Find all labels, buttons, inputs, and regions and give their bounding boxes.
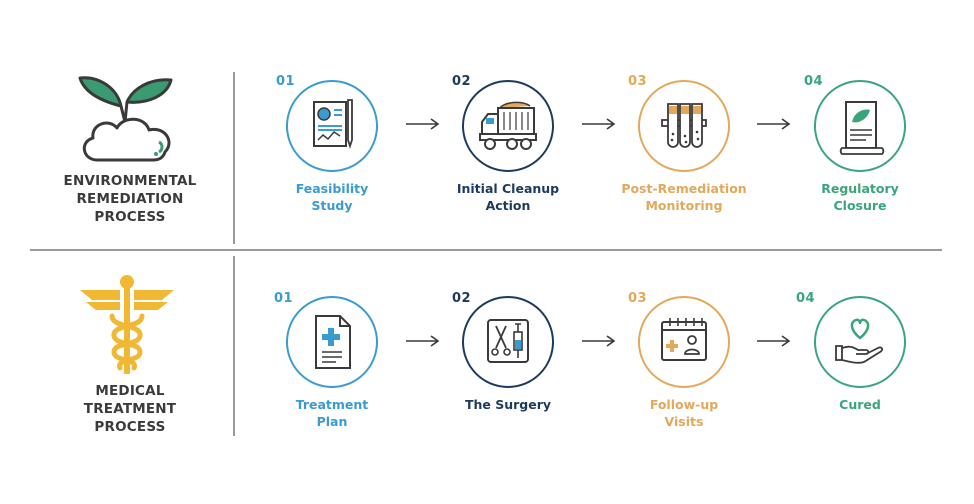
horizontal-divider xyxy=(30,249,942,251)
arrow-right-icon xyxy=(582,335,616,347)
step-icon-circle xyxy=(814,296,906,388)
arrow-right-icon xyxy=(582,118,616,130)
arrow-right-icon xyxy=(757,335,791,347)
step-label: Regulatory Closure xyxy=(821,181,899,213)
step-label: Follow-up Visits xyxy=(649,397,719,429)
row-title-environmental: ENVIRONMENTAL REMEDIATION PROCESS xyxy=(63,173,197,225)
arrow-right-icon xyxy=(757,118,791,130)
step-number: 01 xyxy=(274,291,294,306)
step-number: 04 xyxy=(796,291,816,306)
step-label: Feasibility Study xyxy=(295,181,369,213)
step-number: 03 xyxy=(628,74,648,89)
step-label: The Surgery xyxy=(464,397,552,412)
step-number: 04 xyxy=(804,74,824,89)
step-label: Post-Remediation Monitoring xyxy=(621,181,747,213)
step-label: Initial Cleanup Action xyxy=(456,181,560,213)
vertical-divider-bottom xyxy=(233,256,235,436)
step-icon-circle xyxy=(638,80,730,172)
step-icon-circle xyxy=(286,80,378,172)
test-tubes-icon xyxy=(661,103,707,148)
step-icon-circle xyxy=(462,80,554,172)
step-icon-circle xyxy=(814,80,906,172)
step-number: 02 xyxy=(452,74,472,89)
leaf-scroll-icon xyxy=(839,101,885,155)
step-icon-circle xyxy=(462,296,554,388)
dump-truck-icon xyxy=(479,101,537,150)
calendar-patient-icon xyxy=(661,318,707,361)
medical-document-icon xyxy=(315,315,351,369)
step-number: 01 xyxy=(276,74,296,89)
step-number: 02 xyxy=(452,291,472,306)
step-icon-circle xyxy=(638,296,730,388)
plant-cloud-icon xyxy=(75,72,185,168)
arrow-right-icon xyxy=(406,118,440,130)
heart-hand-icon xyxy=(835,318,884,364)
caduceus-icon xyxy=(72,270,182,378)
step-number: 03 xyxy=(628,291,648,306)
row-title-medical: MEDICAL TREATMENT PROCESS xyxy=(83,383,177,435)
step-icon-circle xyxy=(286,296,378,388)
step-label: Cured xyxy=(839,397,881,412)
surgery-tools-icon xyxy=(487,319,529,363)
document-chart-icon xyxy=(313,99,353,149)
arrow-right-icon xyxy=(406,335,440,347)
vertical-divider-top xyxy=(233,72,235,244)
step-label: Treatment Plan xyxy=(295,397,369,429)
